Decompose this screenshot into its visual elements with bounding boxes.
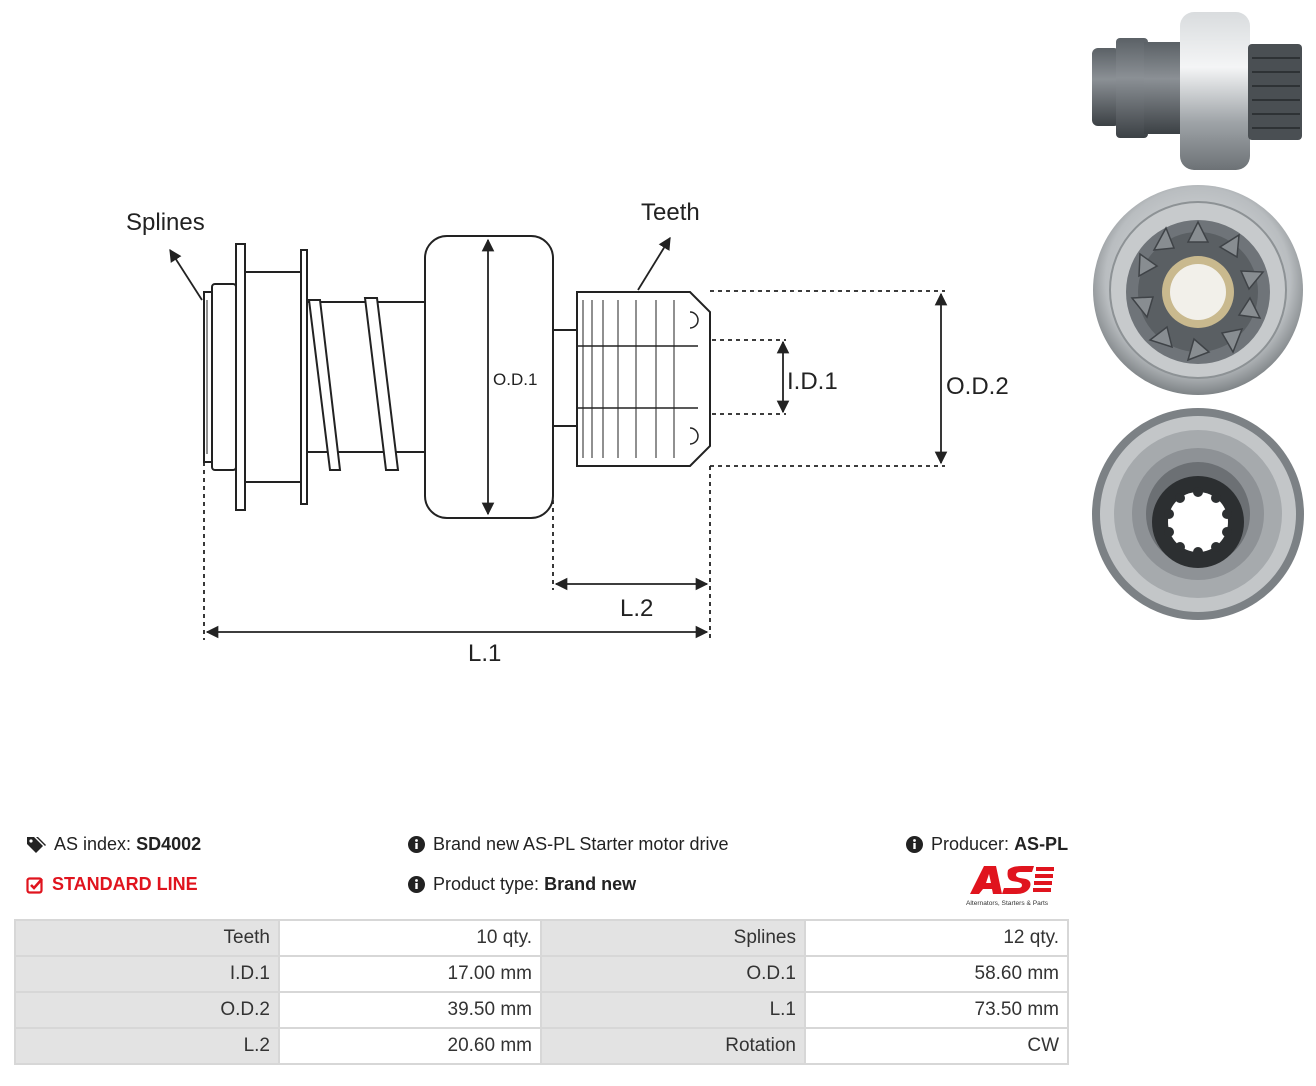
standard-line-label: STANDARD LINE — [52, 874, 198, 894]
spec-label: L.1 — [540, 991, 806, 1029]
as-index-value: SD4002 — [136, 834, 202, 854]
description: Brand new AS-PL Starter motor drive — [408, 834, 728, 855]
spec-label: Teeth — [14, 919, 280, 957]
splines-label: Splines — [126, 209, 205, 236]
check-square-icon — [26, 876, 44, 894]
specs-table: Teeth 10 qty. Splines 12 qty. I.D.1 17.0… — [14, 919, 1069, 1065]
spec-value: CW — [804, 1027, 1069, 1065]
info-circle-icon — [408, 876, 425, 893]
spec-value: 39.50 mm — [278, 991, 542, 1029]
product-type: Product type: Brand new — [408, 874, 636, 895]
as-pl-logo: Alternators, Starters & Parts — [966, 866, 1054, 907]
table-row: I.D.1 17.00 mm O.D.1 58.60 mm — [14, 955, 1069, 993]
producer: Producer: AS-PL — [906, 834, 1068, 855]
spec-value: 10 qty. — [278, 919, 542, 957]
spec-label: Splines — [540, 919, 806, 957]
od1-label: O.D.1 — [493, 370, 537, 389]
table-row: L.2 20.60 mm Rotation CW — [14, 1027, 1069, 1065]
as-index: AS index: SD4002 — [26, 834, 201, 855]
spec-label: I.D.1 — [14, 955, 280, 993]
spec-value: 17.00 mm — [278, 955, 542, 993]
l1-label: L.1 — [468, 640, 501, 667]
spec-label: O.D.1 — [540, 955, 806, 993]
teeth-label: Teeth — [641, 199, 700, 226]
tags-icon — [26, 836, 46, 854]
l2-label: L.2 — [620, 595, 653, 622]
front-view-photo — [1093, 185, 1303, 395]
product-type-value: Brand new — [544, 874, 637, 894]
technical-drawing: Splines Teeth O.D.1 I.D.1 O.D.2 L.2 L.1 — [126, 199, 1009, 667]
standard-line: STANDARD LINE — [26, 874, 198, 895]
table-row: Teeth 10 qty. Splines 12 qty. — [14, 919, 1069, 957]
rear-view-photo — [1092, 408, 1304, 620]
spec-label: Rotation — [540, 1027, 806, 1065]
table-row: O.D.2 39.50 mm L.1 73.50 mm — [14, 991, 1069, 1029]
logo-tagline: Alternators, Starters & Parts — [966, 900, 1049, 907]
spec-label: L.2 — [14, 1027, 280, 1065]
od2-label: O.D.2 — [946, 373, 1009, 400]
producer-value: AS-PL — [1014, 834, 1069, 854]
info-circle-icon — [906, 836, 923, 853]
as-index-label: AS index: — [54, 834, 132, 854]
side-view-photo — [1092, 12, 1302, 170]
product-type-label: Product type: — [433, 874, 540, 894]
spec-value: 73.50 mm — [804, 991, 1069, 1029]
producer-label: Producer: — [931, 834, 1010, 854]
info-circle-icon — [408, 836, 425, 853]
id1-label: I.D.1 — [787, 368, 838, 395]
description-text: Brand new AS-PL Starter motor drive — [433, 834, 729, 854]
spec-value: 12 qty. — [804, 919, 1069, 957]
spec-label: O.D.2 — [14, 991, 280, 1029]
spec-value: 58.60 mm — [804, 955, 1069, 993]
spec-value: 20.60 mm — [278, 1027, 542, 1065]
